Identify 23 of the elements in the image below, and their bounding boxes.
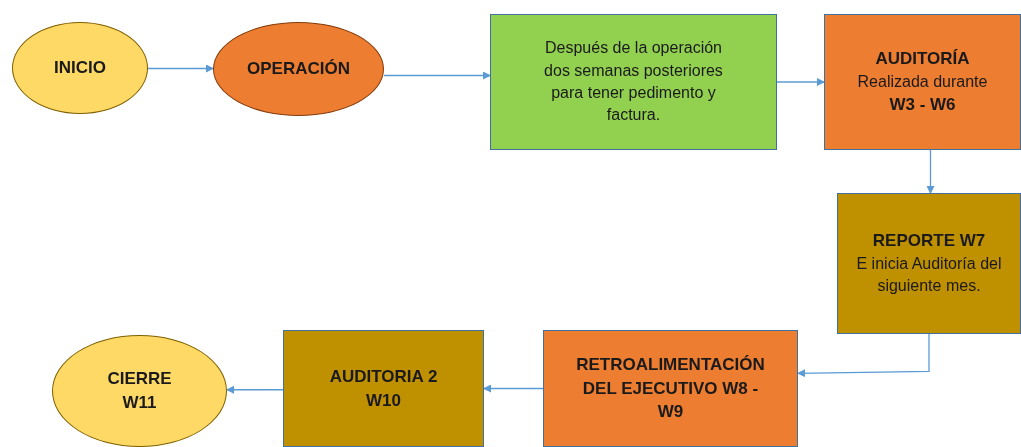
box-text: W3 - W6 bbox=[889, 94, 956, 117]
arrow bbox=[926, 149, 935, 194]
box-text: E inicia Auditoría del siguiente mes. bbox=[855, 254, 1003, 297]
arrow bbox=[147, 64, 214, 73]
arrow bbox=[776, 78, 825, 86]
box-text: AUDITORIA 2 W10 bbox=[328, 365, 439, 412]
process-box bbox=[543, 330, 798, 447]
box-heading: AUDITORÍA bbox=[875, 48, 970, 70]
box-text: Después de la operación dos semanas posteriores para tener pedimento y factura. bbox=[543, 38, 724, 126]
process-box bbox=[490, 14, 777, 150]
arrow bbox=[797, 333, 930, 378]
arrow bbox=[383, 71, 491, 80]
box-text: CIERRE W11 bbox=[107, 368, 172, 414]
box-text: INICIO bbox=[54, 57, 106, 80]
arrow bbox=[226, 385, 284, 394]
process-box bbox=[837, 193, 1021, 334]
box-text: Realizada durante bbox=[857, 71, 988, 92]
box-text: OPERACIÓN bbox=[247, 58, 350, 81]
process-box bbox=[824, 14, 1021, 150]
box-heading: REPORTE W7 bbox=[872, 230, 986, 253]
arrow bbox=[483, 384, 544, 393]
box-text: RETROALIMENTACIÓN DEL EJECUTIVO W8 - W9 bbox=[575, 353, 766, 424]
process-box bbox=[283, 330, 484, 447]
